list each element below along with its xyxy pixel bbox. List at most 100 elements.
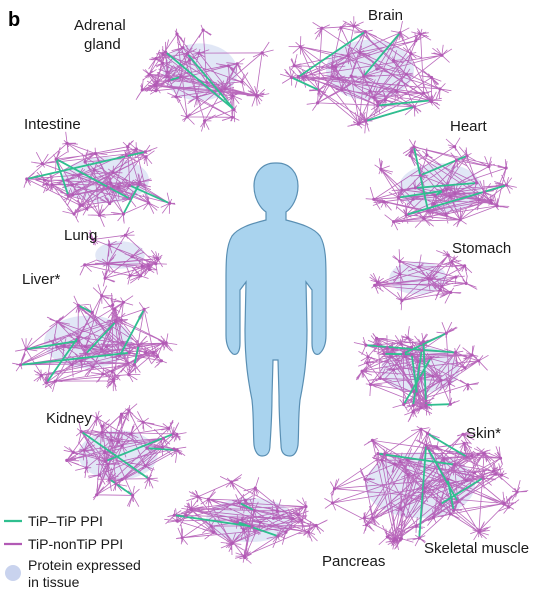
protein-node <box>394 538 399 542</box>
protein-node <box>398 259 402 263</box>
protein-node <box>155 354 160 359</box>
protein-node <box>112 379 116 383</box>
protein-node <box>433 193 437 198</box>
protein-node <box>65 141 69 145</box>
protein-node <box>83 263 87 267</box>
protein-node <box>418 32 423 36</box>
protein-node <box>138 274 143 278</box>
protein-node <box>445 187 449 192</box>
protein-node <box>391 347 395 351</box>
protein-node <box>481 476 485 480</box>
protein-node <box>330 64 335 69</box>
protein-node <box>276 534 280 538</box>
protein-node <box>138 180 142 184</box>
legend-protein-swatch <box>5 565 21 581</box>
protein-node <box>352 24 356 28</box>
protein-node <box>100 430 104 435</box>
protein-node <box>360 369 364 373</box>
protein-node <box>356 122 360 126</box>
protein-node <box>229 480 233 484</box>
tip-nontip-edges-liver <box>12 284 178 392</box>
protein-node <box>461 432 465 436</box>
protein-node <box>416 360 420 364</box>
protein-node <box>498 456 503 460</box>
protein-node <box>382 352 386 356</box>
protein-node <box>206 497 211 501</box>
protein-node <box>444 331 448 335</box>
protein-node <box>219 89 223 93</box>
protein-node <box>167 426 171 430</box>
protein-node <box>111 170 115 174</box>
protein-node <box>317 88 321 92</box>
tissue-label-skeletal-muscle: Skeletal muscle <box>424 540 529 557</box>
protein-node <box>159 359 163 363</box>
protein-node <box>440 284 444 288</box>
network-liver <box>12 284 178 392</box>
protein-node <box>65 178 69 182</box>
protein-node <box>127 373 131 377</box>
protein-node <box>232 108 236 112</box>
protein-node <box>84 466 88 470</box>
protein-node <box>375 280 380 284</box>
protein-node <box>147 72 151 76</box>
protein-node <box>128 274 132 278</box>
protein-node <box>465 154 469 158</box>
protein-node <box>168 201 172 205</box>
panel-label: b <box>8 9 20 31</box>
protein-node <box>415 392 419 396</box>
protein-node <box>400 298 404 303</box>
protein-node <box>154 84 158 88</box>
protein-node <box>404 213 408 217</box>
protein-node <box>379 167 383 171</box>
protein-node <box>101 372 105 376</box>
protein-node <box>100 424 104 428</box>
protein-node <box>154 89 158 93</box>
protein-node <box>107 243 111 247</box>
protein-node <box>363 477 367 481</box>
legend-protein-label-line1: Protein expressed <box>28 557 141 573</box>
protein-node <box>128 197 132 201</box>
protein-node <box>103 450 107 455</box>
tip-tip-edges-liver <box>20 304 145 384</box>
protein-node <box>250 524 254 529</box>
protein-node <box>448 512 453 516</box>
protein-node <box>134 147 138 151</box>
protein-node <box>93 151 98 156</box>
protein-node <box>174 95 178 99</box>
protein-node <box>145 446 149 450</box>
protein-node <box>76 303 80 307</box>
protein-node <box>370 438 374 442</box>
protein-node <box>376 452 380 456</box>
protein-node <box>111 184 116 188</box>
protein-node <box>398 272 402 276</box>
protein-node <box>406 473 410 477</box>
protein-node <box>70 363 74 367</box>
protein-node <box>137 343 141 347</box>
protein-node <box>120 477 124 481</box>
protein-node <box>320 26 324 30</box>
protein-node <box>337 76 341 80</box>
protein-node <box>196 495 200 499</box>
protein-node <box>424 443 428 447</box>
protein-node <box>453 145 457 149</box>
protein-node <box>450 260 454 264</box>
protein-node <box>147 201 151 205</box>
protein-node <box>237 501 241 505</box>
protein-node <box>83 160 87 164</box>
protein-node <box>55 345 59 349</box>
protein-node <box>50 183 54 187</box>
protein-node <box>454 275 458 279</box>
network-pancreas <box>164 474 328 564</box>
protein-node <box>412 105 416 109</box>
protein-node <box>180 536 184 540</box>
protein-node <box>109 438 113 442</box>
protein-node <box>362 516 366 520</box>
protein-node <box>42 178 47 182</box>
protein-node <box>458 218 462 222</box>
protein-node <box>331 75 335 79</box>
protein-node <box>306 530 310 534</box>
network-skin <box>353 321 489 423</box>
protein-node <box>175 432 179 436</box>
protein-node <box>126 361 130 365</box>
